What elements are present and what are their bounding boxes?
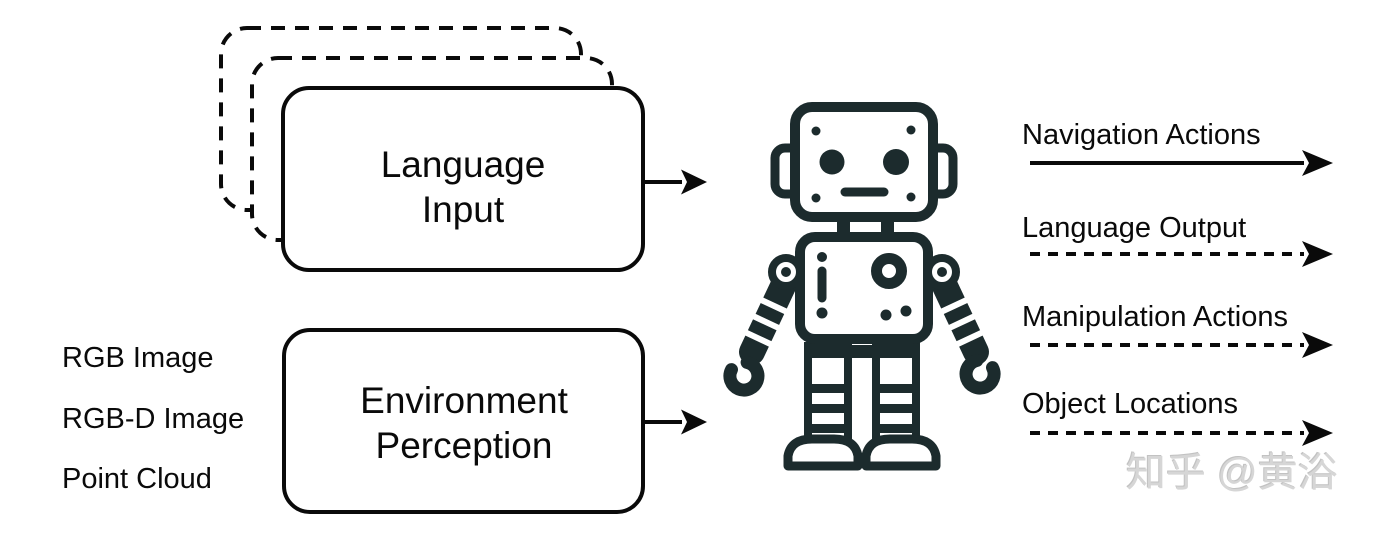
output-label-manipulation-actions: Manipulation Actions [1022,301,1288,333]
robot-head [770,102,958,222]
robot-arms [723,271,1001,397]
robot-left-gripper [723,355,765,397]
modality-label-point-cloud: Point Cloud [62,463,212,495]
output-label-object-locations: Object Locations [1022,388,1239,420]
watermark: 知乎 @黄浴 [1126,451,1338,495]
robot-legs [783,342,941,471]
object-locations-arrow [1030,420,1333,446]
modality-label-rgbd-image: RGB-D Image [62,403,245,435]
environment-perception-box [282,328,645,514]
navigation-actions-arrow [1030,150,1333,176]
manipulation-actions-arrow [1030,332,1333,358]
robot-body-details [816,252,912,321]
environment-perception-label: Environment Perception [360,380,568,466]
output-label-language-output: Language Output [1022,212,1247,244]
language-input-arrow [645,169,707,195]
robot-shoulders [768,254,960,290]
robot-face [811,125,916,203]
modality-label-rgb-image: RGB Image [62,342,214,374]
environment-perception-arrow [645,409,707,435]
language-input-label: Language Input [380,144,546,230]
language-input-box [281,86,645,272]
robot-icon [723,102,1001,471]
robot-right-gripper [959,353,1001,395]
language-output-arrow [1030,241,1333,267]
output-label-navigation-actions: Navigation Actions [1022,119,1261,151]
